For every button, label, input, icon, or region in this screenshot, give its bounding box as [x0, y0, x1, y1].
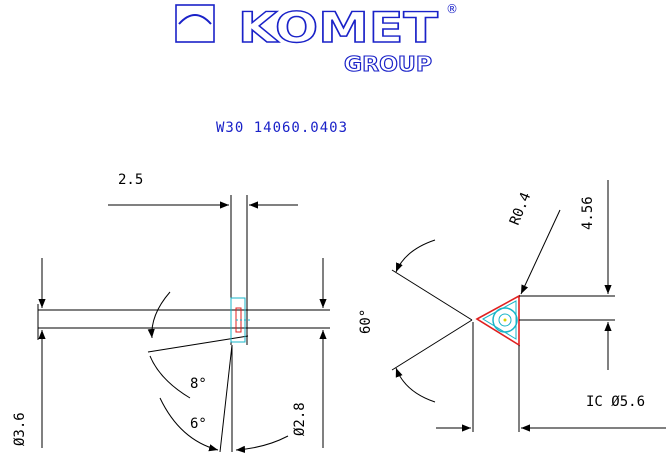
logo-arc-icon [178, 14, 212, 25]
logo-frame-icon [175, 4, 215, 43]
dim-radius-label: R0.4 [507, 190, 534, 227]
dim-ic-diameter-label: IC Ø5.6 [586, 394, 645, 410]
dim-angle-60-label: 60° [358, 309, 374, 334]
logo-registered-mark: ® [446, 2, 458, 16]
insert-hole-icon [492, 307, 518, 333]
shank-view: 2.5 Ø3.6 Ø2.8 8° 6° [12, 172, 330, 453]
part-number: W30 14060.0403 [216, 120, 348, 136]
komet-logo: KOMET ® GROUP [175, 2, 458, 77]
logo-brand-text: KOMET [238, 3, 438, 52]
dim-angle-8-label: 8° [190, 376, 207, 392]
insert-view: 60° R0.4 4.56 IC Ø5.6 [358, 180, 666, 432]
logo-group-text: GROUP [344, 52, 432, 76]
dim-diameter-left-label: Ø3.6 [12, 412, 28, 446]
dim-height-label: 4.56 [580, 196, 596, 230]
dim-diameter-right-label: Ø2.8 [292, 402, 308, 436]
dim-angle-6-label: 6° [190, 416, 207, 432]
dim-width-label: 2.5 [118, 172, 143, 188]
